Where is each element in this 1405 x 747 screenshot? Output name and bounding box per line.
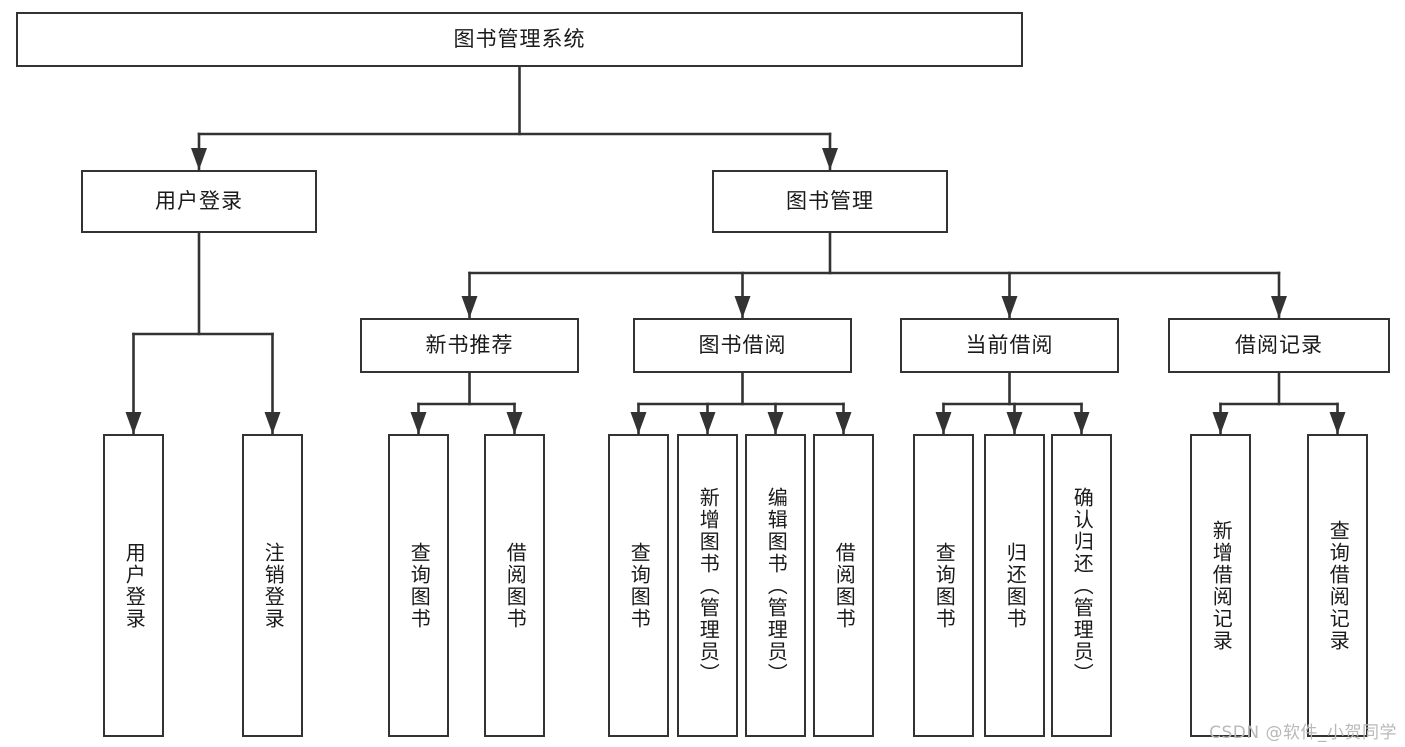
node-label: 图书管理系统 [453,27,586,52]
node-label: 用户登录 [155,189,243,214]
node-label: 用户登录 [122,541,147,630]
arrowhead-leaf-cur-1 [935,412,952,434]
node-borrow[interactable]: 图书借阅 [633,318,852,373]
node-label: 编辑图书（管理员） [764,486,789,685]
node-label: 确认归还（管理员） [1070,486,1095,685]
node-label: 图书借阅 [698,333,787,358]
arrowhead-leaf-new-2 [506,412,523,434]
node-label: 图书管理 [786,189,874,214]
arrowhead-newbook [461,296,478,318]
node-leaf-bor-3[interactable]: 编辑图书（管理员） [745,434,806,737]
node-records[interactable]: 借阅记录 [1168,318,1390,373]
watermark-label: CSDN @软件_小贺同学 [1209,723,1397,743]
node-leaf-bor-2[interactable]: 新增图书（管理员） [677,434,738,737]
node-label: 查询借阅记录 [1326,519,1351,652]
node-leaf-cur-2[interactable]: 归还图书 [984,434,1045,737]
node-leaf-cur-1[interactable]: 查询图书 [913,434,974,737]
node-leaf-bor-4[interactable]: 借阅图书 [813,434,874,737]
node-label: 借阅图书 [832,541,857,630]
node-newbook[interactable]: 新书推荐 [360,318,579,373]
arrowhead-leaf-rec-1 [1212,412,1229,434]
arrowhead-leaf-cur-2 [1006,412,1023,434]
node-label: 查询图书 [407,541,432,630]
arrowhead-leaf-bor-2 [699,412,716,434]
node-label: 新增图书（管理员） [696,486,721,685]
arrowhead-leaf-bor-3 [767,412,784,434]
arrowhead-leaf-new-1 [410,412,427,434]
node-label: 借阅记录 [1235,333,1323,358]
arrowhead-bookmgmt [822,148,838,170]
node-leaf-cur-3[interactable]: 确认归还（管理员） [1051,434,1112,737]
node-bookmgmt[interactable]: 图书管理 [712,170,948,233]
node-leaf-new-1[interactable]: 查询图书 [388,434,449,737]
arrowhead-leaf-rec-2 [1329,412,1346,434]
node-leaf-rec-1[interactable]: 新增借阅记录 [1190,434,1251,737]
node-label: 归还图书 [1003,541,1028,630]
node-label: 新书推荐 [425,333,514,358]
node-leaf-new-2[interactable]: 借阅图书 [484,434,545,737]
node-login[interactable]: 用户登录 [81,170,317,233]
node-label: 查询图书 [627,541,652,630]
node-root[interactable]: 图书管理系统 [16,12,1023,67]
node-label: 借阅图书 [503,541,528,630]
node-current[interactable]: 当前借阅 [900,318,1119,373]
arrowhead-current [1001,296,1018,318]
arrowhead-leaf-login-1 [125,412,142,434]
node-label: 查询图书 [932,541,957,630]
node-leaf-login-1[interactable]: 用户登录 [103,434,164,737]
node-label: 注销登录 [261,541,286,630]
node-leaf-bor-1[interactable]: 查询图书 [608,434,669,737]
node-leaf-login-2[interactable]: 注销登录 [242,434,303,737]
arrowhead-leaf-bor-1 [630,412,647,434]
arrowhead-leaf-cur-3 [1073,412,1090,434]
node-leaf-rec-2[interactable]: 查询借阅记录 [1307,434,1368,737]
arrowhead-leaf-bor-4 [835,412,852,434]
arrowhead-login [191,148,207,170]
node-label: 当前借阅 [965,333,1054,358]
node-label: 新增借阅记录 [1209,519,1234,652]
arrowhead-leaf-login-2 [264,412,281,434]
arrowhead-records [1271,296,1287,318]
arrowhead-borrow [734,296,751,318]
